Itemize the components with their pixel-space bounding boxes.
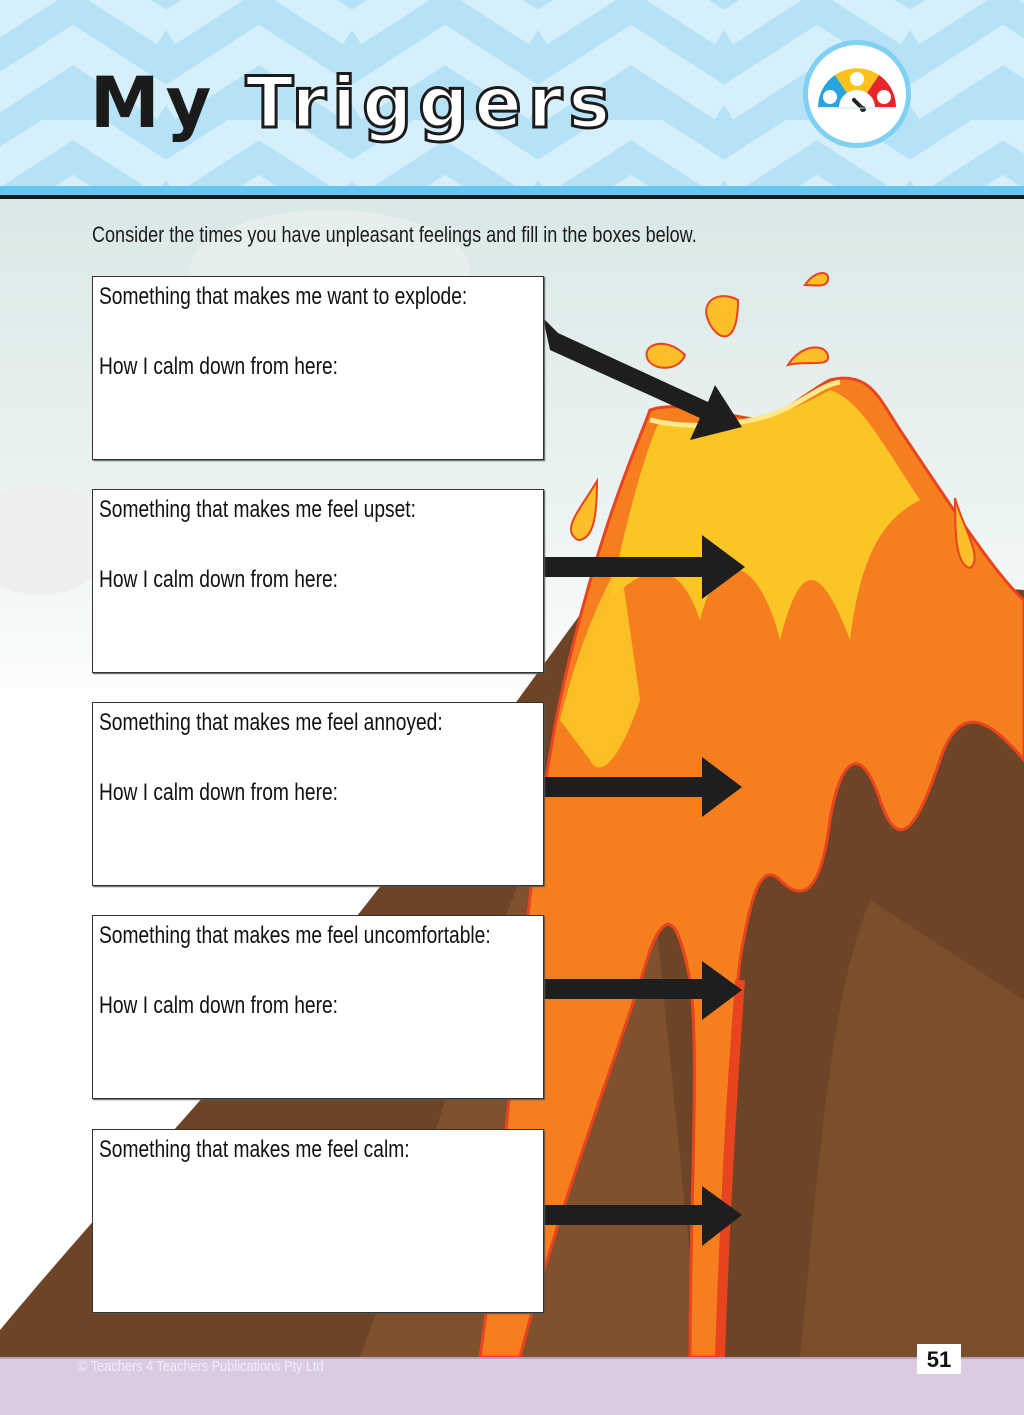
trigger-box-upset[interactable]: Something that makes me feel upset: How … xyxy=(92,489,544,673)
box-prompt: Something that makes me feel calm: xyxy=(99,1136,410,1163)
box-prompt: Something that makes me feel upset: xyxy=(99,496,416,523)
box-calm-prompt: How I calm down from here: xyxy=(99,779,339,806)
emotion-gauge-icon xyxy=(803,40,911,148)
box-calm-prompt: How I calm down from here: xyxy=(99,566,339,593)
page-number: 51 xyxy=(917,1344,961,1374)
title-my: My xyxy=(90,62,218,144)
title-triggers: Triggers xyxy=(244,62,617,144)
trigger-box-uncomfortable[interactable]: Something that makes me feel uncomfortab… xyxy=(92,915,544,1099)
box-prompt: Something that makes me feel uncomfortab… xyxy=(99,922,491,949)
box-calm-prompt: How I calm down from here: xyxy=(99,353,339,380)
page-footer xyxy=(0,1357,1024,1415)
page-title: My Triggers xyxy=(90,67,616,140)
box-calm-prompt: How I calm down from here: xyxy=(99,992,339,1019)
copyright-text: © Teachers 4 Teachers Publications Pty L… xyxy=(78,1358,324,1375)
box-prompt: Something that makes me want to explode: xyxy=(99,283,468,310)
header-divider xyxy=(0,186,1024,199)
instructions: Consider the times you have unpleasant f… xyxy=(92,222,697,247)
trigger-box-annoyed[interactable]: Something that makes me feel annoyed: Ho… xyxy=(92,702,544,886)
box-prompt: Something that makes me feel annoyed: xyxy=(99,709,443,736)
trigger-box-explode[interactable]: Something that makes me want to explode:… xyxy=(92,276,544,460)
trigger-box-calm[interactable]: Something that makes me feel calm: xyxy=(92,1129,544,1313)
